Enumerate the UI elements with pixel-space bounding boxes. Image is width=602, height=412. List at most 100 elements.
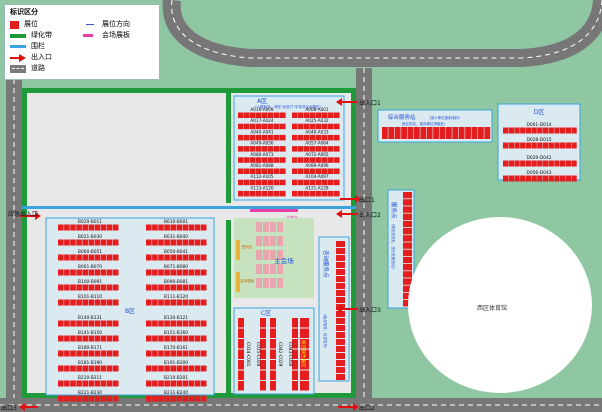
zone-b-booth xyxy=(88,224,95,231)
zone-b-booth xyxy=(146,269,152,276)
side-board-1 xyxy=(236,240,240,260)
zone-d-booth xyxy=(508,175,514,182)
service-area-booth xyxy=(403,278,412,285)
zone-b-booth xyxy=(170,365,176,372)
venue-cell xyxy=(256,278,262,288)
zone-b-booth xyxy=(146,239,152,246)
zone-a-booth xyxy=(238,179,244,186)
zone-b-booth xyxy=(94,239,101,246)
zone-b-booth xyxy=(88,269,95,276)
zone-b-booth xyxy=(88,365,95,372)
zone-b-booth xyxy=(82,284,88,291)
zone-b-booth xyxy=(64,239,70,246)
zone-a-booth xyxy=(244,157,250,163)
entrance-1: 出入口1 xyxy=(359,99,381,107)
zone-a-booth xyxy=(256,190,262,197)
zone-b-booth xyxy=(106,350,113,357)
zone-a-booth xyxy=(328,146,334,152)
zone-a-booth xyxy=(292,134,298,141)
zone-a-booth xyxy=(238,146,244,152)
zone-a-booth xyxy=(262,168,268,174)
zone-d-booth xyxy=(565,127,571,134)
zone-d-booth xyxy=(537,160,543,167)
zone-a-booth xyxy=(244,134,250,141)
zone-b-booth xyxy=(94,224,101,231)
exit-1: 出口1 xyxy=(359,196,375,204)
zone-c-booth xyxy=(270,328,276,338)
zone-d-booth xyxy=(560,160,566,167)
zone-a-booth xyxy=(334,134,340,141)
zone-b-booth xyxy=(106,380,113,387)
service-area-subtitle: （简历投放处，签约处服务站） xyxy=(391,222,396,271)
zone-a-label: A008-A001 xyxy=(305,107,328,112)
zone-d-booth xyxy=(508,160,514,167)
zone-a-booth xyxy=(238,168,244,174)
zone-d-booth xyxy=(503,142,509,149)
zone-b-booth xyxy=(112,239,119,246)
green-belt-mid xyxy=(226,93,231,203)
zone-b-booth xyxy=(200,284,207,291)
zone-b-booth xyxy=(170,254,176,261)
venue-cell xyxy=(263,236,269,246)
zone-b-booth xyxy=(152,224,158,231)
zone-b-booth xyxy=(176,299,183,306)
zone-a-booth xyxy=(334,157,340,163)
zone-b-booth xyxy=(200,254,207,261)
zone-a-booth xyxy=(310,146,316,152)
zone-a-booth xyxy=(328,179,334,186)
zone-b-booth xyxy=(182,284,189,291)
zone-b-booth xyxy=(170,395,176,402)
zone-a-booth xyxy=(250,146,256,152)
zone-b-booth xyxy=(58,335,64,342)
zone-d-booth xyxy=(520,142,526,149)
zone-a-booth xyxy=(322,190,328,197)
zone-b-booth xyxy=(88,395,95,402)
zone-c-booth xyxy=(238,328,244,338)
zone-a-booth xyxy=(310,190,316,197)
zone-c-special-booth xyxy=(300,339,309,349)
zone-b-booth xyxy=(64,284,70,291)
zone-c-booth xyxy=(292,328,298,338)
zone-a-booth xyxy=(316,168,322,174)
main-venue-label: 主会场 xyxy=(274,256,294,265)
zone-b-booth xyxy=(112,395,119,402)
zone-b-booth xyxy=(164,284,170,291)
zone-a-booth xyxy=(250,168,256,174)
zone-d-booth xyxy=(503,127,509,134)
zone-b-booth xyxy=(200,335,207,342)
zone-c-booth xyxy=(292,381,298,391)
zone-a-booth xyxy=(316,112,322,118)
zone-a-booth xyxy=(298,179,304,186)
zone-a-booth xyxy=(298,123,304,130)
zone-d-booth xyxy=(537,142,543,149)
zone-c-booth xyxy=(260,381,266,391)
zone-a-label: A104-A097 xyxy=(305,174,328,179)
zone-a-booth xyxy=(238,190,244,197)
inner-lawn xyxy=(195,0,580,44)
zone-b-booth xyxy=(58,224,64,231)
side-board-2 xyxy=(236,272,240,292)
zone-b-booth xyxy=(158,254,164,261)
zone-b-booth xyxy=(152,239,158,246)
zone-b-label: B141-B150 xyxy=(78,330,102,336)
zone-b-label: B210-B201 xyxy=(164,375,188,381)
zone-a-booth xyxy=(304,157,310,163)
zone-b-label: B220-B211 xyxy=(78,375,102,381)
zone-b-booth xyxy=(146,299,152,306)
zone-b-booth xyxy=(182,254,189,261)
zone-b-booth xyxy=(158,269,164,276)
entrance-2: 出入口2 xyxy=(359,211,381,219)
zone-b-booth xyxy=(194,299,201,306)
zone-c-booth xyxy=(270,318,276,328)
green-belt-left xyxy=(22,88,27,398)
service-booth xyxy=(426,127,433,139)
zone-b-booth xyxy=(82,224,88,231)
zone-b-booth xyxy=(146,284,152,291)
zone-b-booth xyxy=(152,350,158,357)
zone-a-booth xyxy=(256,123,262,130)
zone-b-booth xyxy=(64,365,70,372)
service-booth xyxy=(433,127,439,139)
zone-c-booth xyxy=(270,349,276,359)
zone-b-booth xyxy=(94,350,101,357)
zone-b-booth xyxy=(112,269,119,276)
